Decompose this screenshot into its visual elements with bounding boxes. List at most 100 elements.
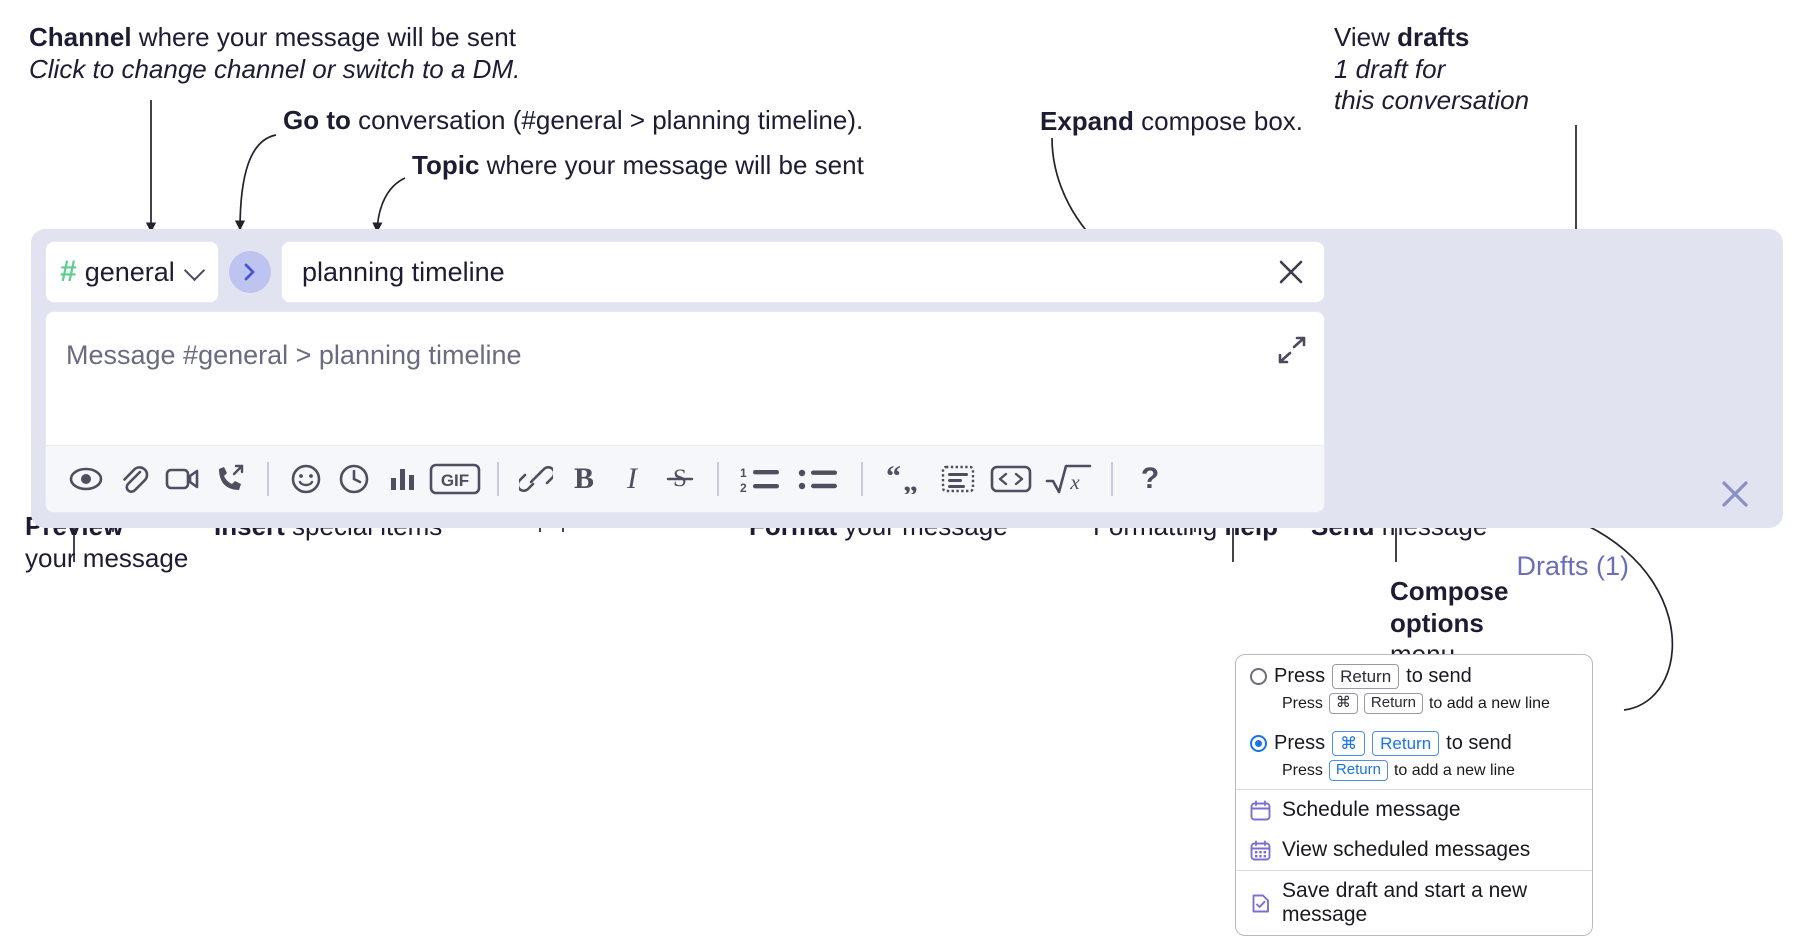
clock-icon[interactable]	[330, 455, 378, 503]
annotation-drafts: View drafts 1 draft for this conversatio…	[1334, 22, 1529, 117]
channel-name: general	[84, 256, 175, 287]
menu-item-label: View scheduled messages	[1282, 838, 1531, 861]
menu-item-view-scheduled-messages[interactable]: View scheduled messages	[1236, 830, 1592, 870]
svg-text:„: „	[903, 465, 918, 494]
menu-item-save-draft[interactable]: Save draft and start a new message	[1236, 871, 1592, 935]
bold-icon[interactable]: B	[560, 455, 608, 503]
emoji-icon[interactable]	[282, 455, 330, 503]
option1-key-return: Return	[1332, 664, 1400, 690]
chevron-down-icon	[186, 263, 204, 281]
menu-option-cmd-return-to-send[interactable]: Press ⌘ Return to send Press Return to a…	[1236, 722, 1592, 789]
svg-text:1: 1	[740, 466, 747, 480]
annotation-compose-options-bold1: Compose	[1390, 576, 1509, 606]
calendar-grid-icon	[1250, 840, 1271, 860]
radio-cmd-return-to-send[interactable]	[1250, 735, 1267, 753]
help-icon[interactable]: ?	[1126, 455, 1174, 503]
annotation-expand-rest: compose box.	[1133, 106, 1304, 136]
annotation-preview-sub: your message	[25, 542, 189, 573]
annotation-channel: Channel where your message will be sent …	[29, 22, 520, 85]
topic-field[interactable]: planning timeline	[281, 241, 1325, 303]
toolbar-separator	[861, 462, 863, 496]
annotation-channel-bold: Channel	[29, 22, 132, 52]
goto-conversation-button[interactable]	[229, 251, 271, 293]
message-input-area[interactable]: Message #general > planning timeline	[45, 311, 1325, 513]
option2-sub-key-return: Return	[1328, 760, 1388, 781]
attachment-icon[interactable]	[110, 455, 158, 503]
strikethrough-icon[interactable]: S	[656, 455, 704, 503]
drafts-link[interactable]: Drafts (1)	[1516, 551, 1629, 581]
code-block-icon[interactable]	[934, 455, 982, 503]
poll-icon[interactable]	[378, 455, 426, 503]
code-icon[interactable]	[982, 455, 1040, 503]
option2-tail: to send	[1446, 732, 1512, 755]
option2-key-cmd: ⌘	[1332, 731, 1366, 757]
blockquote-icon[interactable]: “„	[876, 455, 934, 503]
menu-option-return-to-send[interactable]: Press Return to send Press ⌘ Return to a…	[1236, 655, 1592, 722]
help-glyph: ?	[1140, 462, 1160, 495]
compose-panel: Drafts (1) # general	[31, 229, 1783, 729]
menu-item-label: Save draft and start a new message	[1282, 879, 1528, 926]
option1-sub-tail: to add a new line	[1428, 694, 1550, 712]
message-placeholder: Message #general > planning timeline	[66, 340, 522, 370]
bulleted-list-icon[interactable]	[790, 455, 848, 503]
topic-value: planning timeline	[302, 256, 505, 287]
annotation-drafts-sub1: 1 draft for	[1334, 53, 1446, 84]
annotation-drafts-sub2: this conversation	[1334, 85, 1530, 116]
link-icon[interactable]	[512, 455, 560, 503]
toolbar-separator	[1111, 462, 1113, 496]
annotation-drafts-bold: drafts	[1397, 22, 1470, 52]
annotation-topic-rest: where your message will be sent	[479, 150, 864, 180]
option2-key-return: Return	[1372, 731, 1440, 757]
annotation-compose-options-bold2: options	[1390, 607, 1484, 638]
option1-sub-key-return: Return	[1363, 693, 1423, 714]
menu-item-label: Schedule message	[1282, 798, 1461, 821]
italic-icon[interactable]: I	[608, 455, 656, 503]
bold-letter: B	[573, 462, 594, 495]
annotation-expand: Expand compose box.	[1040, 106, 1303, 138]
gif-icon[interactable]: GIF	[426, 455, 484, 503]
math-icon[interactable]: x	[1040, 455, 1098, 503]
italic-letter: I	[627, 462, 637, 495]
call-forward-icon[interactable]	[206, 455, 254, 503]
menu-divider	[1236, 789, 1592, 790]
expand-icon[interactable]	[1276, 334, 1308, 366]
calendar-icon	[1250, 800, 1271, 820]
save-draft-icon	[1252, 894, 1269, 912]
toolbar-separator	[497, 462, 499, 496]
annotation-goto: Go to conversation (#general > planning …	[283, 105, 863, 137]
compose-options-menu: Press Return to send Press ⌘ Return to a…	[1235, 654, 1593, 936]
svg-text:GIF: GIF	[441, 471, 469, 490]
annotation-topic-bold: Topic	[412, 150, 480, 180]
video-icon[interactable]	[158, 455, 206, 503]
option1-press: Press	[1274, 665, 1326, 688]
option2-press: Press	[1274, 732, 1326, 755]
annotation-goto-bold: Go to	[283, 105, 351, 135]
option1-sub-key-cmd: ⌘	[1328, 693, 1358, 714]
option2-sub-tail: to add a new line	[1393, 761, 1515, 779]
option2-sub-press: Press	[1282, 761, 1323, 779]
svg-text:“: “	[886, 464, 901, 493]
svg-text:x: x	[1069, 470, 1080, 494]
preview-icon[interactable]	[62, 455, 110, 503]
option1-sub-press: Press	[1282, 694, 1323, 712]
annotation-drafts-lead: View	[1334, 22, 1398, 52]
svg-text:2: 2	[740, 481, 747, 494]
channel-picker[interactable]: # general	[45, 241, 219, 303]
menu-item-schedule-message[interactable]: Schedule message	[1236, 790, 1592, 830]
close-icon[interactable]	[1718, 477, 1752, 511]
menu-divider	[1236, 870, 1592, 871]
annotation-channel-sub: Click to change channel or switch to a D…	[29, 53, 521, 84]
compose-inner: # general planning timeline	[45, 241, 1325, 513]
option1-tail: to send	[1406, 665, 1472, 688]
chevron-right-icon	[244, 263, 255, 281]
radio-return-to-send[interactable]	[1250, 668, 1267, 686]
annotation-expand-bold: Expand	[1040, 106, 1134, 136]
annotation-topic: Topic where your message will be sent	[412, 150, 864, 182]
clear-topic-icon[interactable]	[1274, 255, 1308, 289]
hash-icon: #	[60, 255, 77, 288]
toolbar-separator	[267, 462, 269, 496]
compose-header-row: # general planning timeline	[45, 241, 1325, 303]
